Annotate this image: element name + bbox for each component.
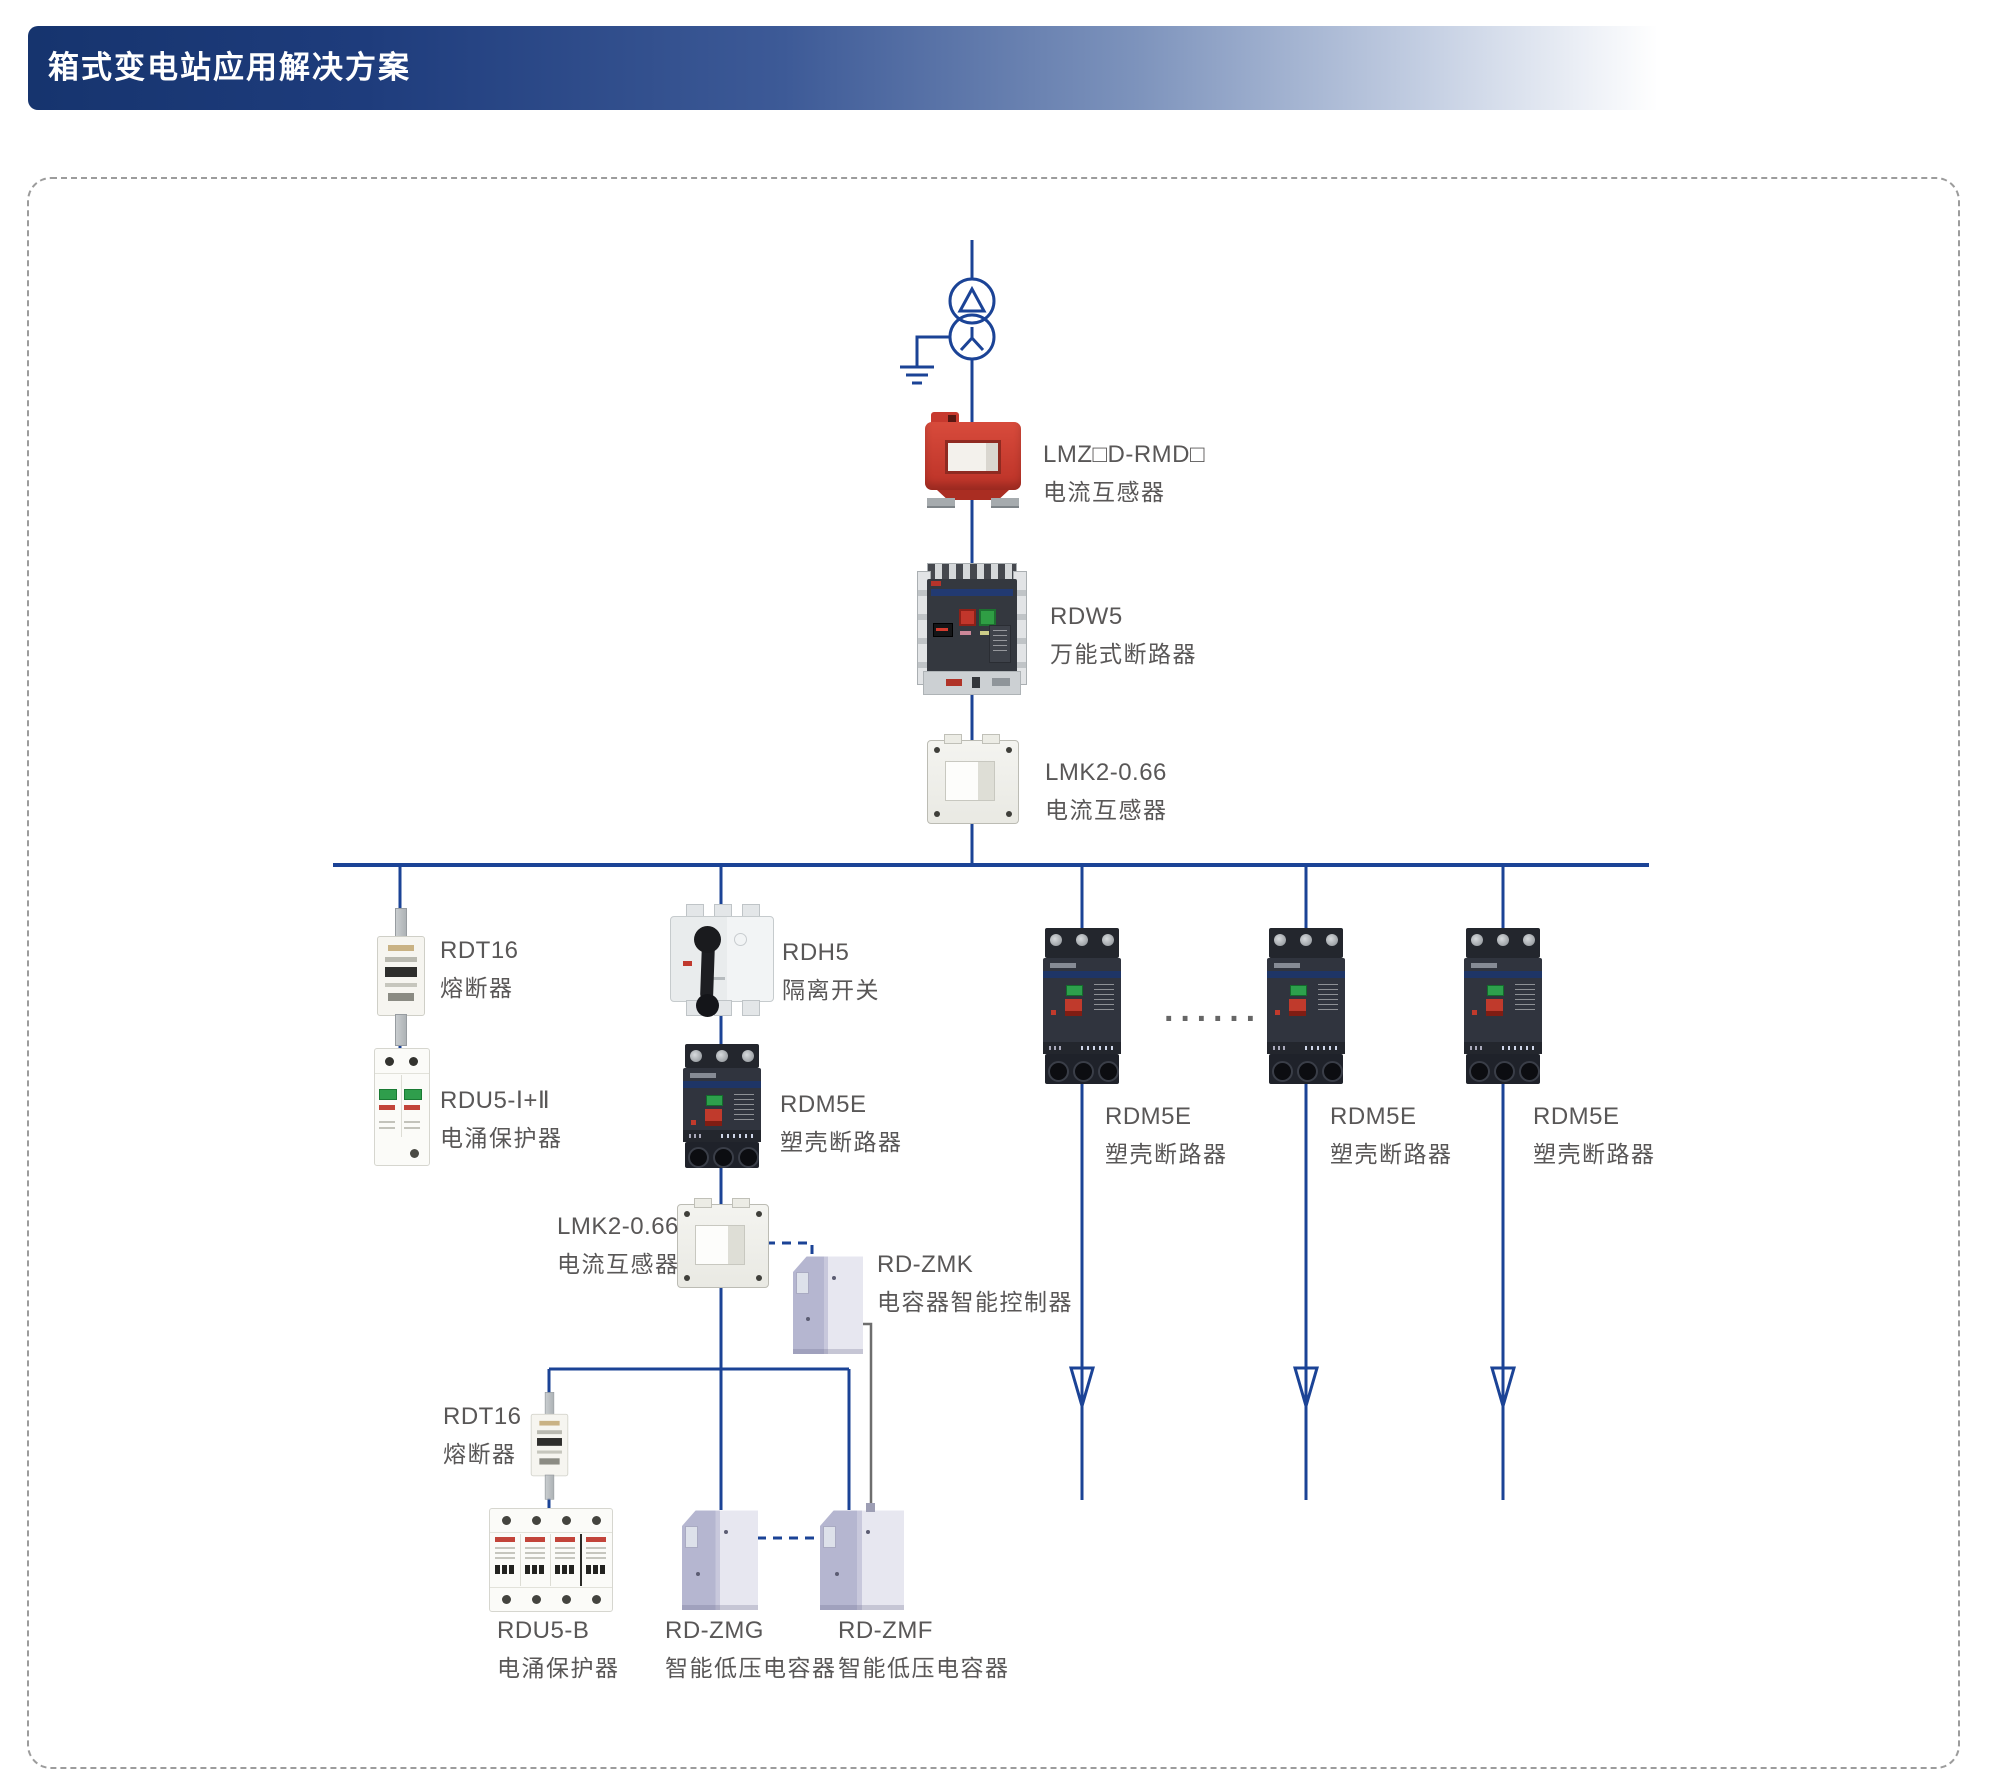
- rd-zmg-capacitor-image: [682, 1510, 758, 1610]
- label-rdm5e-2: RDM5E 塑壳断路器: [1330, 1103, 1453, 1167]
- ground-symbol: [900, 335, 950, 385]
- ct-controller-dashed-link: [766, 1241, 814, 1260]
- transformer-symbol: [948, 240, 996, 361]
- arrow-down-2: [1293, 1366, 1319, 1412]
- capacitor-terminal-stub: [866, 1503, 875, 1512]
- rdh5-isolation-switch-image: [670, 904, 774, 1017]
- label-lmk-ct-2: LMK2-0.66 电流互感器: [557, 1213, 680, 1277]
- label-rdw5: RDW5 万能式断路器: [1050, 603, 1197, 667]
- diagram-frame: [27, 177, 1960, 1769]
- label-rdu5-b: RDU5-B 电涌保护器: [497, 1617, 620, 1681]
- label-lmk-ct-1: LMK2-0.66 电流互感器: [1045, 759, 1168, 823]
- label-rdm5e-1: RDM5E 塑壳断路器: [1105, 1103, 1228, 1167]
- arrow-down-1: [1069, 1366, 1095, 1412]
- rdm5e-breaker-1-image: [1043, 928, 1121, 1084]
- label-rdt16-1: RDT16 熔断器: [440, 937, 519, 1001]
- page-title: 箱式变电站应用解决方案: [48, 50, 411, 85]
- label-rdm5e-feed: RDM5E 塑壳断路器: [780, 1091, 903, 1155]
- header-banner: 箱式变电站应用解决方案: [28, 26, 1708, 110]
- rdu5b-surge-protector-image: [489, 1508, 613, 1612]
- lmk-current-transformer-2-image: [677, 1198, 769, 1288]
- more-feeders-ellipsis: ······: [1164, 1000, 1262, 1038]
- label-rd-zmf: RD-ZMF 智能低压电容器: [838, 1617, 1010, 1681]
- label-rd-zmg: RD-ZMG 智能低压电容器: [665, 1617, 837, 1681]
- label-lmz-ct: LMZ□D-RMD□ 电流互感器: [1043, 441, 1205, 505]
- label-rdm5e-3: RDM5E 塑壳断路器: [1533, 1103, 1656, 1167]
- rdu5-surge-protector-image: [374, 1048, 430, 1166]
- controller-wire: [862, 1322, 873, 1512]
- rd-zmf-capacitor-image: [820, 1510, 904, 1610]
- rdm5e-breaker-2-image: [1267, 928, 1345, 1084]
- arrow-down-3: [1490, 1366, 1516, 1412]
- rd-zmk-controller-image: [793, 1256, 863, 1354]
- label-rdh5: RDH5 隔离开关: [782, 939, 880, 1003]
- rdm5e-breaker-3-image: [1464, 928, 1542, 1084]
- lmk-current-transformer-1-image: [927, 734, 1019, 824]
- rdt16-fuse-1-image: [376, 908, 425, 1046]
- label-rd-zmk: RD-ZMK 电容器智能控制器: [877, 1251, 1073, 1315]
- label-rdu5-1-2: RDU5-Ⅰ+Ⅱ 电涌保护器: [440, 1087, 563, 1151]
- lmz-current-transformer-image: [925, 412, 1021, 508]
- rdw5-air-circuit-breaker-image: [917, 563, 1027, 695]
- capbank-sub-bus: [547, 1367, 851, 1512]
- label-rdt16-2: RDT16 熔断器: [443, 1403, 522, 1467]
- rdm5e-breaker-feed-image: [683, 1044, 761, 1168]
